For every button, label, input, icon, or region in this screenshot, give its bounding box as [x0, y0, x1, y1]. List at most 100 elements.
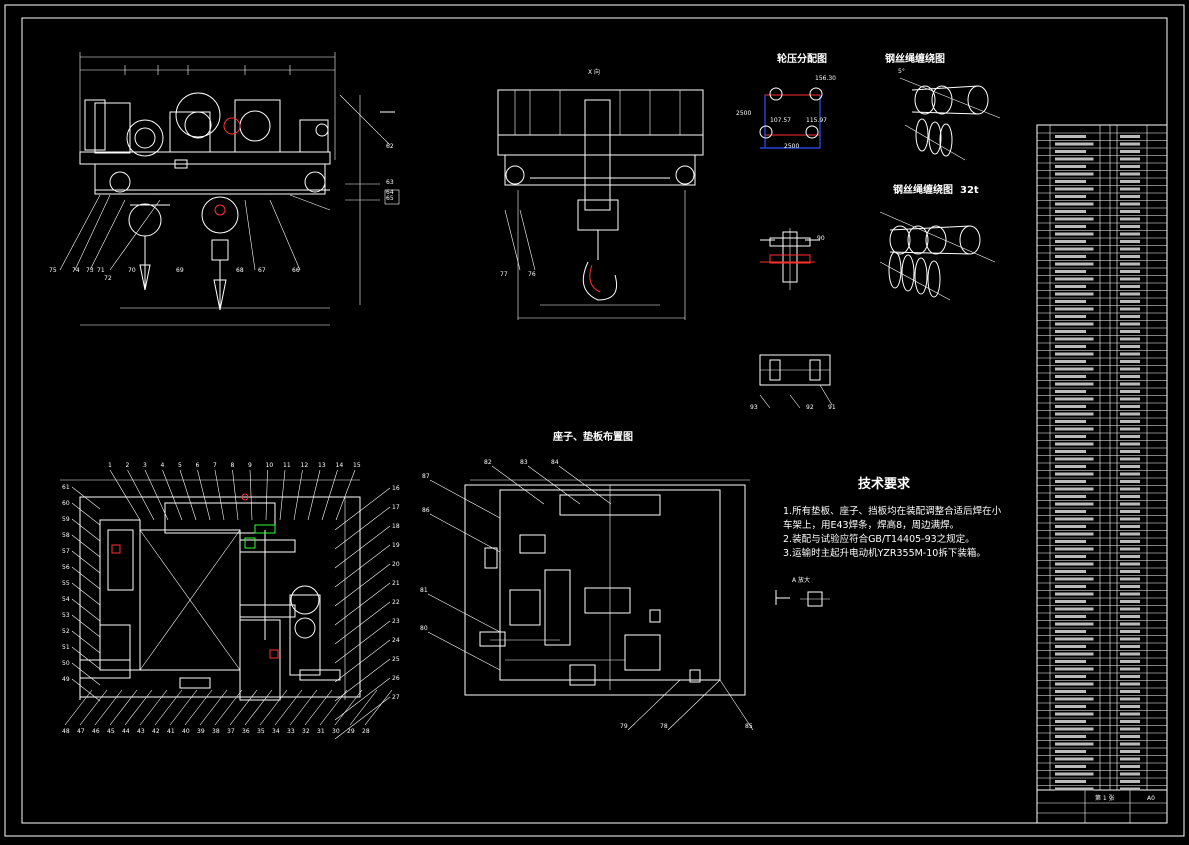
tech-requirement-2: 2.装配与试验应符合GB/T14405-93之规定。: [783, 533, 975, 545]
table-cell: [1120, 750, 1140, 753]
leader-line: [427, 631, 501, 671]
leader-line: [334, 487, 391, 531]
callout: 83: [520, 459, 528, 466]
callout: 24: [392, 637, 400, 644]
tech-requirements-title: 技术要求: [858, 476, 911, 492]
table-cell: [1120, 765, 1140, 768]
table-cell: [1120, 495, 1140, 498]
table-cell: [1055, 262, 1094, 266]
leader-line: [71, 582, 101, 606]
callout: 59: [62, 516, 70, 523]
rope-diagram-2: [879, 211, 996, 301]
callout: 64: [386, 189, 394, 196]
rope-diagram-1: [899, 77, 1001, 161]
table-cell: [1120, 382, 1140, 386]
leader-line: [71, 534, 101, 558]
table-cell: [1055, 652, 1094, 656]
leader-line: [527, 465, 581, 505]
table-cell: [1120, 532, 1140, 536]
table-cell: [1055, 592, 1094, 596]
plan-view: [60, 479, 361, 701]
table-cell: [1120, 525, 1140, 528]
leader-line: [71, 566, 101, 590]
callout: 41: [167, 728, 175, 735]
tech-requirement-1b: 车架上，用E43焊条，焊高8，周边满焊。: [783, 519, 959, 531]
callout: 80: [420, 625, 428, 632]
leader-line: [321, 469, 338, 521]
pressure-value: 156.30: [815, 75, 836, 82]
table-cell: [1055, 510, 1086, 513]
table-cell: [1120, 712, 1140, 716]
table-cell: [1120, 292, 1140, 296]
leader-line: [334, 639, 391, 683]
pressure-diagram-title: 轮压分配图: [777, 52, 827, 65]
callout: 14: [336, 462, 344, 469]
callout: 63: [386, 179, 394, 186]
callout: 65: [386, 195, 394, 202]
table-cell: [1120, 240, 1140, 243]
side-view-x: [497, 89, 704, 320]
table-cell: [1120, 232, 1140, 236]
table-cell: [1120, 427, 1140, 431]
callout: 79: [620, 723, 628, 730]
leader-line: [184, 689, 213, 726]
wheel-layout-title: 座子、垫板布置图: [552, 430, 633, 443]
table-cell: [1120, 142, 1140, 146]
leader-line: [334, 620, 391, 664]
inner-border: [21, 17, 1168, 824]
table-cell: [1120, 645, 1140, 648]
callout: 26: [392, 675, 400, 682]
callout: 15: [353, 462, 361, 469]
table-cell: [1055, 375, 1086, 378]
table-cell: [1120, 697, 1140, 701]
table-cell: [1055, 682, 1094, 686]
callout: 31: [317, 728, 325, 735]
table-cell: [1120, 675, 1140, 678]
table-cell: [1120, 255, 1140, 258]
callout: 43: [137, 728, 145, 735]
leader-line: [334, 582, 391, 626]
table-cell: [1055, 135, 1086, 138]
callout: 1: [108, 462, 112, 469]
table-cell: [1055, 210, 1086, 213]
callout: 87: [422, 473, 430, 480]
table-cell: [1055, 405, 1086, 408]
table-cell: [1120, 442, 1140, 446]
table-cell: [1120, 210, 1140, 213]
table-cell: [1055, 600, 1086, 603]
leader-line: [154, 689, 183, 726]
table-cell: [1055, 607, 1094, 611]
table-cell: [1055, 360, 1086, 363]
table-cell: [1055, 337, 1094, 341]
table-cell: [1055, 675, 1086, 678]
leader-line: [229, 689, 258, 726]
callout: 30: [332, 728, 340, 735]
wheel-layout-view: [464, 479, 750, 696]
leader-line: [199, 689, 228, 726]
callout: 12: [301, 462, 309, 469]
table-cell: [1055, 787, 1094, 791]
table-cell: [1055, 157, 1094, 161]
callout: 52: [62, 628, 70, 635]
leader-line: [232, 469, 239, 521]
table-cell: [1120, 705, 1140, 708]
sheet-info: 第 1 张: [1095, 794, 1115, 802]
table-cell: [1055, 742, 1094, 746]
table-cell: [1120, 577, 1140, 581]
callout: 5: [178, 462, 182, 469]
table-cell: [1055, 525, 1086, 528]
table-cell: [1055, 292, 1094, 296]
leader-line: [429, 479, 501, 519]
leader-line: [349, 689, 378, 726]
table-cell: [1055, 750, 1086, 753]
callout: 62: [386, 143, 394, 150]
table-cell: [1120, 277, 1140, 281]
view-label: X 向: [588, 68, 600, 76]
table-cell: [1120, 630, 1140, 633]
table-cell: [1120, 780, 1140, 783]
leader-line: [71, 486, 101, 510]
callout: 46: [92, 728, 100, 735]
table-cell: [1120, 600, 1140, 603]
callout: 56: [62, 564, 70, 571]
leader-line: [259, 689, 288, 726]
